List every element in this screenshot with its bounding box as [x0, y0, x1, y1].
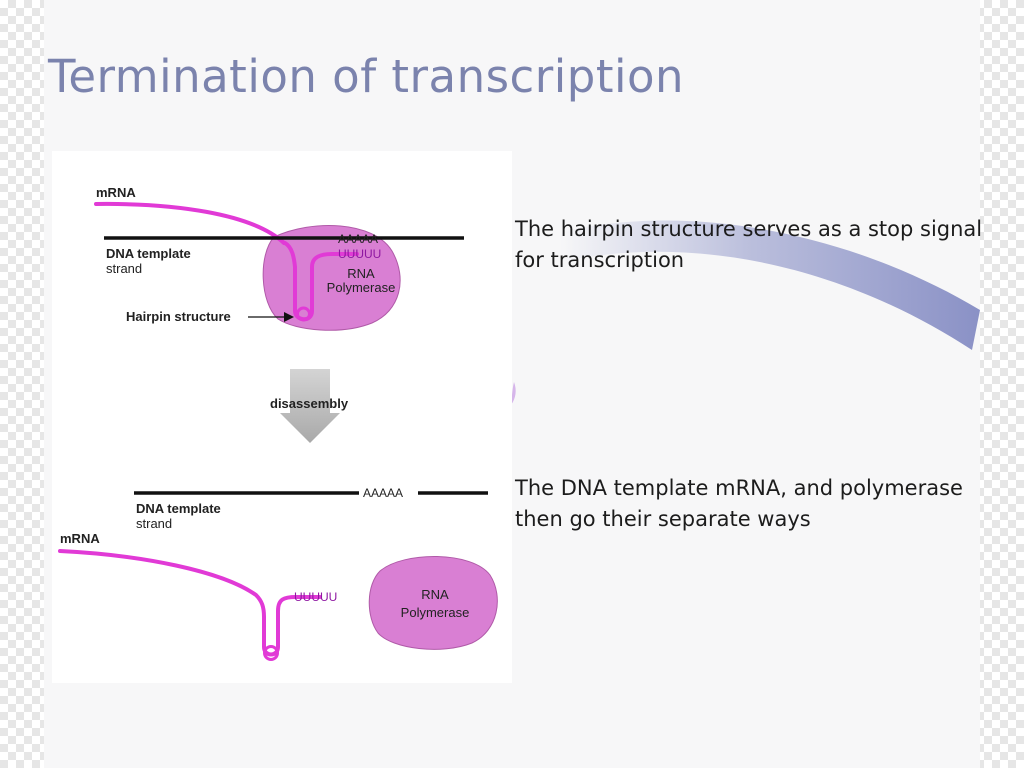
- top-dna-sequence: AAAAA: [338, 232, 378, 246]
- caption-hairpin-stop-signal: The hairpin structure serves as a stop s…: [515, 217, 983, 272]
- bottom-dna-label-line1: DNA template: [136, 501, 221, 516]
- disassembly-label: disassembly: [270, 396, 349, 411]
- bottom-polymerase-label-line1: RNA: [421, 587, 449, 602]
- top-rna-sequence: UUUUU: [338, 247, 381, 261]
- disassembly-arrow: [280, 369, 340, 443]
- top-polymerase-label-line2: Polymerase: [327, 280, 396, 295]
- bottom-hairpin-loop: [263, 645, 279, 661]
- top-polymerase-blob: [262, 224, 401, 331]
- bottom-dna-label-line2: strand: [136, 516, 172, 531]
- termination-diagram-svg: mRNA DNA template strand AAAAA UUUUU RNA…: [58, 185, 498, 661]
- hairpin-label: Hairpin structure: [126, 309, 231, 324]
- top-mrna-strand: [94, 201, 286, 245]
- hairpin-pointer-head: [284, 312, 294, 322]
- top-dna-label-line2: strand: [106, 261, 142, 276]
- bottom-mrna-strand: [58, 549, 322, 657]
- termination-diagram: mRNA DNA template strand AAAAA UUUUU RNA…: [52, 151, 512, 683]
- bottom-rna-sequence: UUUUU: [294, 590, 337, 604]
- bottom-polymerase-label-line2: Polymerase: [401, 605, 470, 620]
- top-polymerase-label-line1: RNA: [347, 266, 375, 281]
- top-dna-label-line1: DNA template: [106, 246, 191, 261]
- top-hairpin-loop: [296, 306, 311, 322]
- caption-separate-ways: The DNA template mRNA, and polymerase th…: [515, 476, 963, 531]
- bottom-polymerase-blob: [368, 556, 498, 650]
- top-mrna-label: mRNA: [96, 185, 136, 200]
- bottom-mrna-label: mRNA: [60, 531, 100, 546]
- slide-title: Termination of transcription: [48, 50, 685, 103]
- bottom-dna-sequence: AAAAA: [363, 486, 403, 500]
